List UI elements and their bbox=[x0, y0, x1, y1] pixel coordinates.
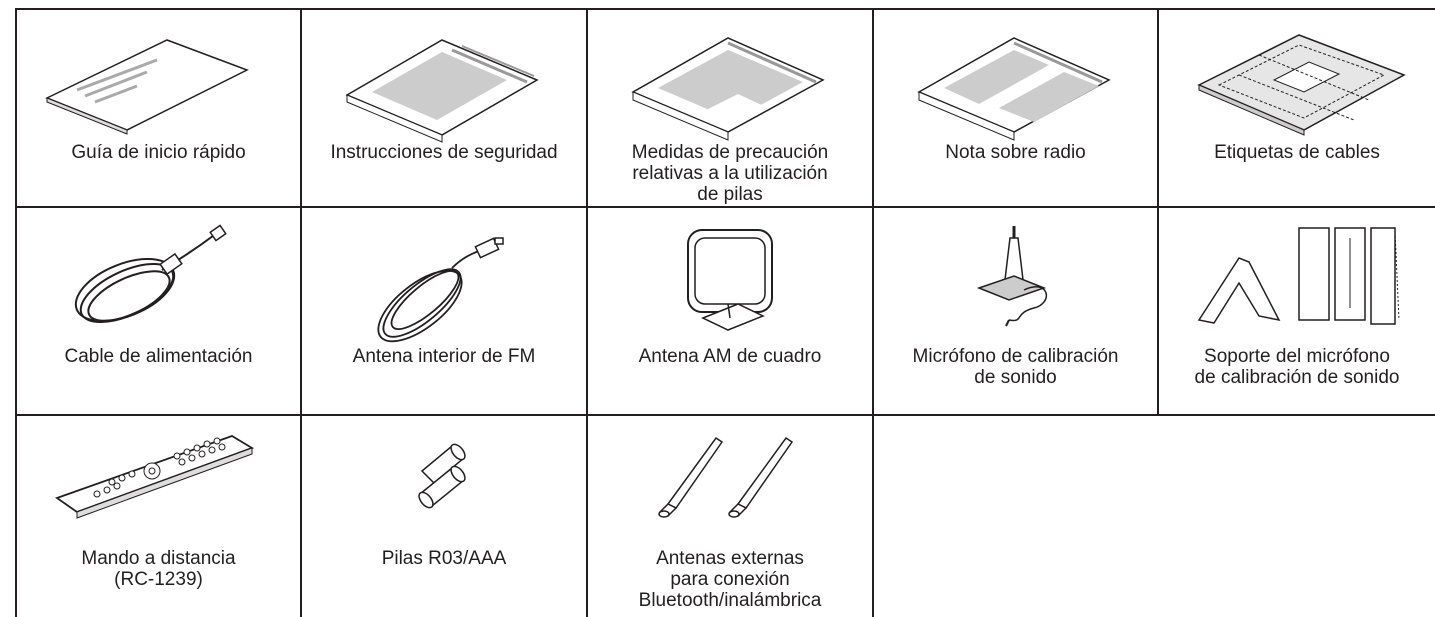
item-quick-start-guide: Guía de inicio rápido bbox=[17, 10, 300, 206]
grid-border-top bbox=[15, 8, 1435, 10]
item-cable-labels: Etiquetas de cables bbox=[1159, 10, 1435, 206]
cable-labels-icon bbox=[1197, 34, 1406, 136]
item-external-antennas: Antenas externas para conexión Bluetooth… bbox=[588, 416, 872, 617]
grid-line-col4 bbox=[1157, 8, 1159, 416]
item-label: Antena AM de cuadro bbox=[638, 346, 822, 367]
item-label: Antenas externas para conexión Bluetooth… bbox=[638, 548, 822, 611]
item-label: Nota sobre radio bbox=[945, 142, 1086, 163]
grid-line-col3 bbox=[872, 8, 874, 617]
item-label: Medidas de precaución relativas a la uti… bbox=[631, 142, 829, 205]
item-label: Pilas R03/AAA bbox=[381, 548, 507, 569]
grid-line-col2 bbox=[586, 8, 588, 617]
item-aaa-batteries: Pilas R03/AAA bbox=[302, 416, 586, 617]
calibration-microphone-icon bbox=[976, 226, 1048, 327]
remote-control-icon bbox=[55, 435, 255, 519]
item-label: Guía de inicio rápido bbox=[71, 142, 246, 163]
power-cord-icon bbox=[74, 224, 227, 324]
item-label: Instrucciones de seguridad bbox=[330, 142, 558, 163]
item-label: Mando a distancia (RC-1239) bbox=[81, 548, 236, 590]
item-label: Micrófono de calibración de sonido bbox=[912, 346, 1119, 388]
aaa-batteries-icon bbox=[418, 443, 466, 509]
quick-start-guide-icon bbox=[45, 39, 249, 135]
external-antennas-icon bbox=[658, 436, 794, 518]
radio-note-icon bbox=[917, 37, 1111, 141]
item-power-cord: Cable de alimentación bbox=[17, 208, 300, 414]
safety-instructions-icon bbox=[345, 39, 539, 143]
item-label: Soporte del micrófono de calibración de … bbox=[1194, 346, 1400, 388]
item-radio-note: Nota sobre radio bbox=[874, 10, 1157, 206]
fm-antenna-icon bbox=[377, 237, 504, 343]
grid-line-row3-partial bbox=[15, 414, 874, 416]
item-battery-precautions: Medidas de precaución relativas a la uti… bbox=[588, 10, 872, 206]
item-microphone-stand: Soporte del micrófono de calibración de … bbox=[1159, 208, 1435, 414]
item-label: Antena interior de FM bbox=[352, 346, 536, 367]
item-label: Cable de alimentación bbox=[64, 346, 253, 367]
microphone-stand-icon bbox=[1197, 227, 1400, 325]
item-am-loop-antenna: Antena AM de cuadro bbox=[588, 208, 872, 414]
item-fm-antenna: Antena interior de FM bbox=[302, 208, 586, 414]
grid-border-left bbox=[15, 8, 17, 617]
item-calibration-microphone: Micrófono de calibración de sonido bbox=[874, 208, 1157, 414]
battery-precautions-icon bbox=[631, 37, 825, 141]
item-safety-instructions: Instrucciones de seguridad bbox=[302, 10, 586, 206]
item-remote-control: Mando a distancia (RC-1239) bbox=[17, 416, 300, 617]
grid-line-row1 bbox=[15, 206, 1435, 208]
am-loop-antenna-icon bbox=[687, 229, 773, 331]
item-label: Etiquetas de cables bbox=[1214, 142, 1380, 163]
grid-line-col1 bbox=[300, 8, 302, 617]
